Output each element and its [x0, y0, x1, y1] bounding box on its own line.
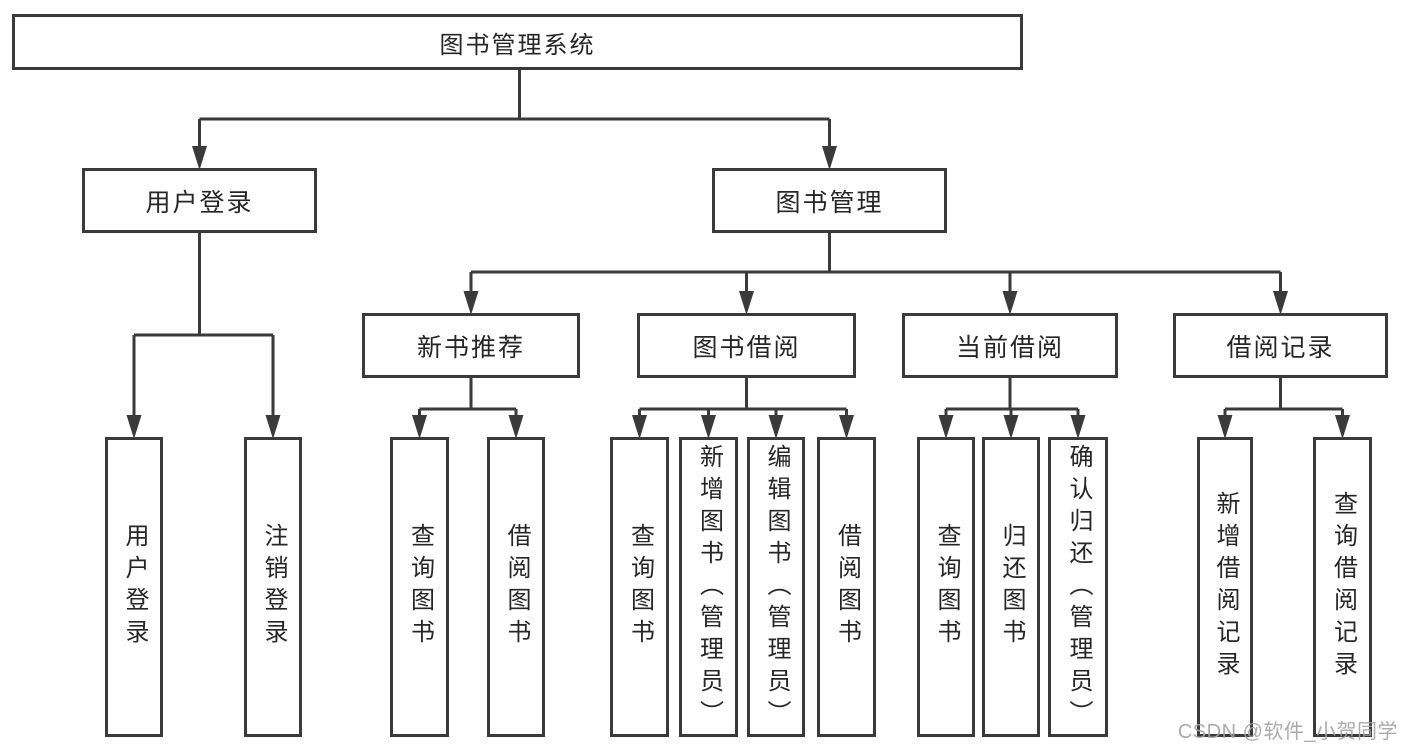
leaf-query-books-borrow: 查询图书	[610, 437, 669, 737]
leaf-edit-book-admin: 编辑图书（管理员）	[747, 437, 805, 737]
tree-edges	[132, 70, 1344, 419]
leaf-user-login: 用户登录	[105, 437, 163, 737]
node-user-login: 用户登录	[82, 168, 317, 233]
leaf-add-borrow-record: 新增借阅记录	[1197, 437, 1253, 737]
leaf-confirm-return-admin: 确认归还（管理员）	[1048, 437, 1108, 737]
leaf-query-borrow-record: 查询借阅记录	[1313, 437, 1372, 737]
node-new-book-recommend: 新书推荐	[362, 313, 580, 378]
leaf-borrow-books: 借阅图书	[817, 437, 876, 737]
node-current-borrow: 当前借阅	[902, 313, 1118, 378]
node-book-management: 图书管理	[712, 168, 947, 233]
watermark-text: CSDN @软件_小贺同学	[1177, 721, 1398, 743]
leaf-query-books-current: 查询图书	[917, 437, 975, 737]
node-borrow-records: 借阅记录	[1173, 313, 1388, 378]
leaf-borrow-books-recommend: 借阅图书	[487, 437, 545, 737]
leaf-logout-login: 注销登录	[244, 437, 302, 737]
leaf-add-book-admin: 新增图书（管理员）	[679, 437, 738, 737]
node-library-management-system: 图书管理系统	[12, 14, 1023, 70]
node-book-borrow: 图书借阅	[637, 313, 856, 378]
arrowheads	[126, 146, 1350, 439]
leaf-query-books-recommend: 查询图书	[390, 437, 449, 737]
leaf-return-book: 归还图书	[982, 437, 1040, 737]
